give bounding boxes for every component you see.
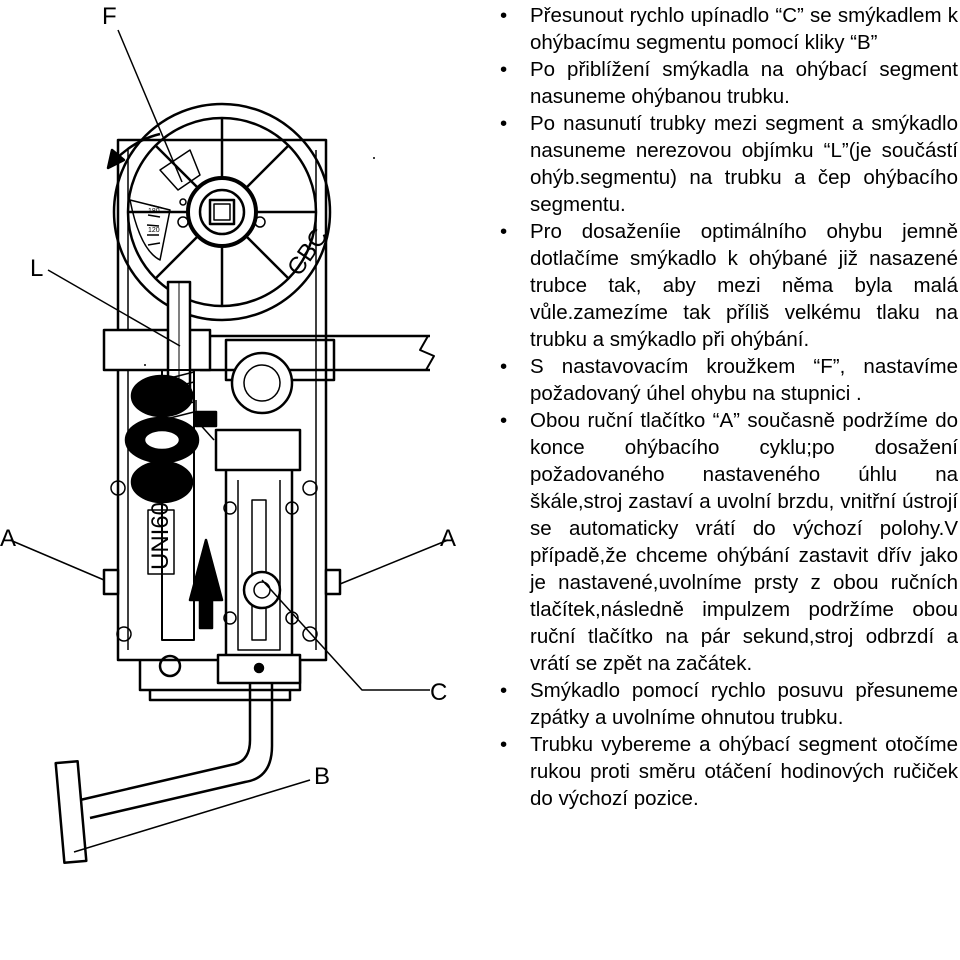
bullet-icon: • bbox=[500, 58, 508, 81]
callout-f: F bbox=[102, 3, 117, 30]
instruction-item: • Trubku vybereme a ohýbací segment otočí… bbox=[498, 731, 958, 812]
instruction-text: Po přiblížení smýkadla na ohýbací segmen… bbox=[530, 58, 958, 108]
side-buttons bbox=[102, 568, 342, 596]
instruction-item: • Po přiblížení smýkadla na ohýbací segme… bbox=[498, 56, 958, 110]
scale-tick: 180 bbox=[148, 208, 160, 215]
instruction-item: • Po nasunutí trubky mezi segment a smýka… bbox=[498, 110, 958, 218]
instruction-item: • S nastavovacím kroužkem “F”, nastavíme … bbox=[498, 353, 958, 407]
instruction-text: S nastavovacím kroužkem “F”, nastavíme p… bbox=[530, 355, 958, 405]
speck bbox=[373, 157, 375, 159]
model-plate: UNI60 bbox=[147, 502, 175, 575]
instruction-text: Obou ruční tlačítko “A” současně podržím… bbox=[530, 409, 958, 675]
instruction-item: • Smýkadlo pomocí rychlo posuvu přesuneme… bbox=[498, 677, 958, 731]
lead-screw bbox=[124, 369, 218, 641]
callout-a-left: A bbox=[0, 525, 16, 552]
bullet-icon: • bbox=[500, 112, 508, 135]
instruction-text: Trubku vybereme a ohýbací segment otočím… bbox=[530, 733, 958, 810]
callout-a-right: A bbox=[440, 525, 456, 552]
instruction-text: Pro dosaženíie optimálního ohybu jemně d… bbox=[530, 220, 958, 351]
callout-l: L bbox=[30, 255, 43, 282]
crank-handle bbox=[54, 683, 274, 865]
bullet-icon: • bbox=[500, 409, 508, 432]
instruction-item: • Pro dosaženíie optimálního ohybu jemně … bbox=[498, 218, 958, 353]
bullet-icon: • bbox=[500, 355, 508, 378]
rotation-arrow bbox=[106, 132, 161, 170]
bullet-icon: • bbox=[500, 679, 508, 702]
bending-segment-wheel bbox=[112, 102, 332, 322]
bullet-icon: • bbox=[500, 733, 508, 756]
instruction-text: Přesunout rychlo upínadlo “C” se smýkadl… bbox=[530, 4, 958, 54]
bending-machine-drawing: 180 120 CBC bbox=[0, 3, 456, 865]
angle-scale: 180 120 bbox=[129, 149, 201, 261]
callout-lines bbox=[9, 29, 449, 853]
bullet-icon: • bbox=[500, 4, 508, 27]
mount-bolts bbox=[110, 480, 318, 642]
bullet-icon: • bbox=[500, 220, 508, 243]
instruction-item: • Přesunout rychlo upínadlo “C” se smýkad… bbox=[498, 2, 958, 56]
instruction-text: Smýkadlo pomocí rychlo posuvu přesuneme … bbox=[530, 679, 958, 729]
model-label: UNI60 bbox=[147, 502, 174, 570]
slide-block bbox=[195, 338, 336, 662]
scale-tick: 120 bbox=[148, 227, 160, 234]
callout-c: C bbox=[430, 679, 447, 706]
callout-b: B bbox=[314, 763, 330, 790]
instruction-text: Po nasunutí trubky mezi segment a smýkad… bbox=[530, 112, 958, 216]
speck bbox=[144, 364, 146, 366]
direction-arrow bbox=[188, 538, 224, 630]
instruction-item: • Obou ruční tlačítko “A” současně podrží… bbox=[498, 407, 958, 677]
instruction-list: • Přesunout rychlo upínadlo “C” se smýkad… bbox=[498, 2, 958, 812]
bottom-clamp bbox=[158, 653, 302, 685]
